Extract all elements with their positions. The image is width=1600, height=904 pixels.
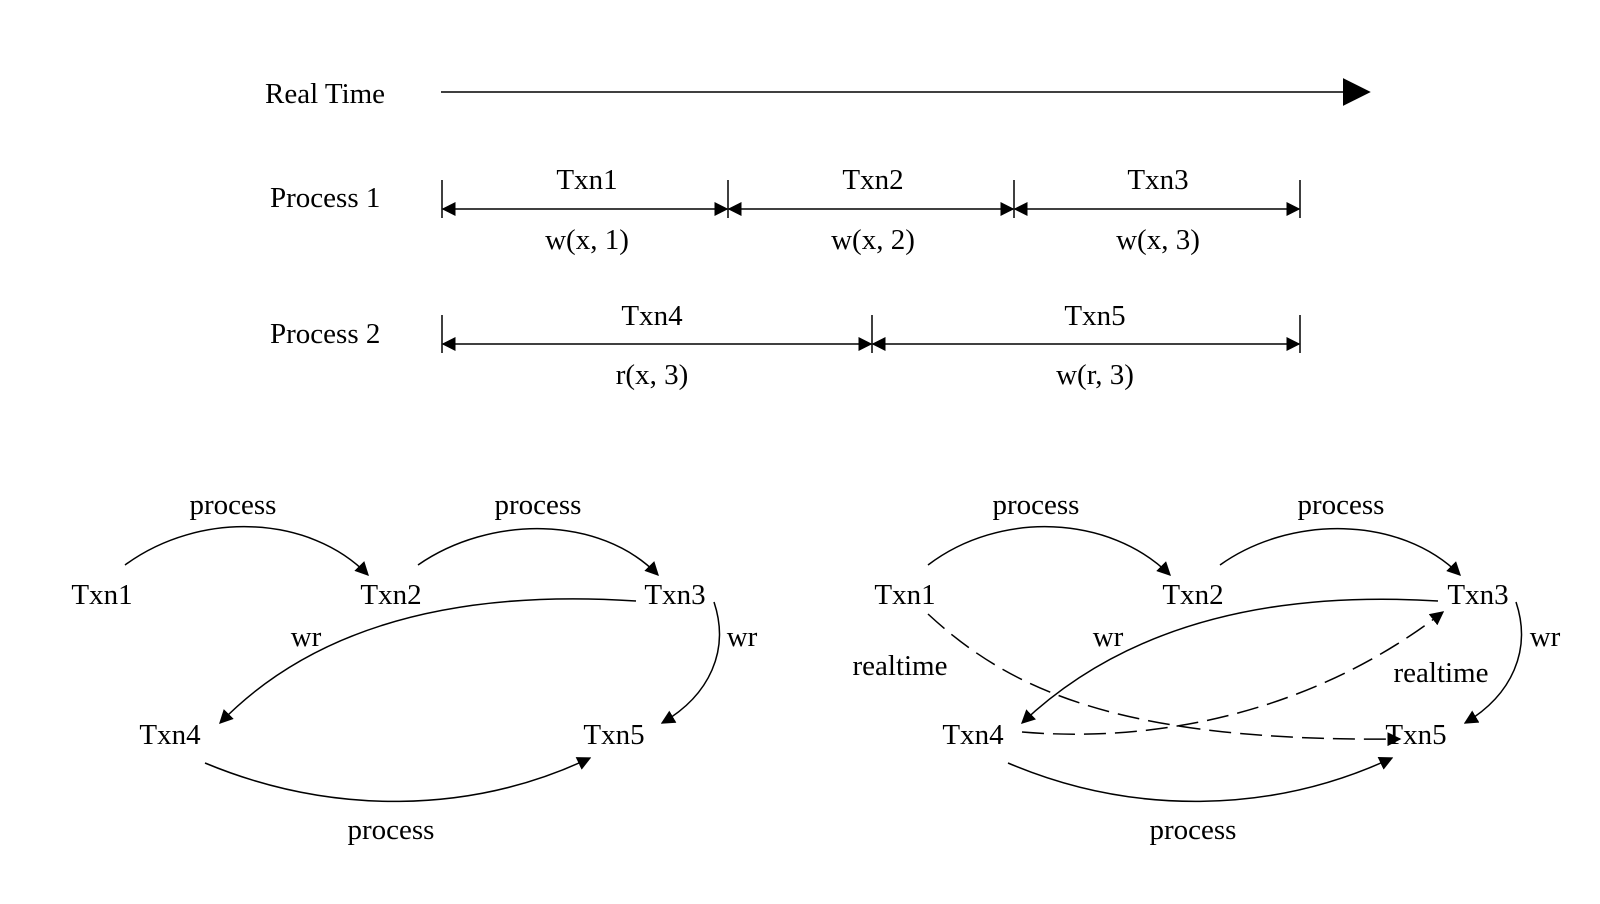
graph-node-txn5: Txn5 <box>583 719 644 751</box>
graph-node-txn1: Txn1 <box>71 579 132 611</box>
edge-realtime-txn4-txn3 <box>1021 611 1445 735</box>
edge-txn2-txn3 <box>1219 527 1461 576</box>
edge-txn1-txn2 <box>124 525 369 577</box>
txn1-name: Txn1 <box>556 164 617 196</box>
txn4-name: Txn4 <box>621 300 683 332</box>
graph-node-txn4: Txn4 <box>139 719 201 751</box>
edge-label-process: process <box>348 814 435 846</box>
graph-node-txn2: Txn2 <box>1162 579 1223 611</box>
txn2-op: w(x, 2) <box>831 224 915 256</box>
graph-node-txn2: Txn2 <box>360 579 421 611</box>
graph-node-txn3: Txn3 <box>644 579 705 611</box>
edge-label-process: process <box>1150 814 1237 846</box>
edge-txn1-txn2 <box>927 525 1171 576</box>
edge-txn4-txn5 <box>1007 756 1394 803</box>
graph-node-txn3: Txn3 <box>1447 579 1508 611</box>
edge-txn3-txn5 <box>660 601 721 724</box>
process-2-row: Process 2 Txn4 r(x, 3) Txn5 w(r, 3) <box>270 300 1301 391</box>
process-1-row: Process 1 Txn1 w(x, 1) Txn2 w(x, 2) Txn3… <box>270 164 1301 256</box>
real-time-label: Real Time <box>265 78 385 110</box>
edge-label-process: process <box>1298 489 1385 521</box>
edge-label-process: process <box>495 489 582 521</box>
edge-label-realtime: realtime <box>1393 657 1488 689</box>
edge-txn3-txn4 <box>219 598 637 725</box>
edge-txn2-txn3 <box>417 527 659 577</box>
edge-label-wr: wr <box>291 621 322 653</box>
edge-label-wr: wr <box>1093 621 1124 653</box>
process-2-label: Process 2 <box>270 318 380 350</box>
txn3-name: Txn3 <box>1127 164 1188 196</box>
txn4-op: r(x, 3) <box>616 359 688 391</box>
edge-txn4-txn5 <box>204 757 592 803</box>
process-1-label: Process 1 <box>270 182 380 214</box>
edge-txn3-txn4 <box>1020 598 1439 724</box>
txn2-name: Txn2 <box>842 164 903 196</box>
dependency-graph-left: Txn1 Txn2 Txn3 Txn4 Txn5 process process… <box>71 489 757 846</box>
edge-label-realtime: realtime <box>852 650 947 682</box>
graph-node-txn5: Txn5 <box>1385 719 1446 751</box>
edge-label-wr: wr <box>727 621 758 653</box>
edge-label-wr: wr <box>1530 621 1561 653</box>
txn3-op: w(x, 3) <box>1116 224 1200 256</box>
txn5-op: w(r, 3) <box>1056 359 1134 391</box>
txn1-op: w(x, 1) <box>545 224 629 256</box>
edge-realtime-txn1-txn5 <box>927 613 1402 747</box>
edge-label-process: process <box>190 489 277 521</box>
graph-node-txn1: Txn1 <box>874 579 935 611</box>
dependency-graph-right: Txn1 Txn2 Txn3 Txn4 Txn5 process process… <box>852 489 1560 846</box>
txn5-name: Txn5 <box>1064 300 1125 332</box>
edge-txn3-txn5 <box>1463 601 1523 724</box>
edge-label-process: process <box>993 489 1080 521</box>
timeline: Real Time Process 1 Txn1 w(x, 1) Txn2 w(… <box>265 78 1371 391</box>
graph-node-txn4: Txn4 <box>942 719 1004 751</box>
